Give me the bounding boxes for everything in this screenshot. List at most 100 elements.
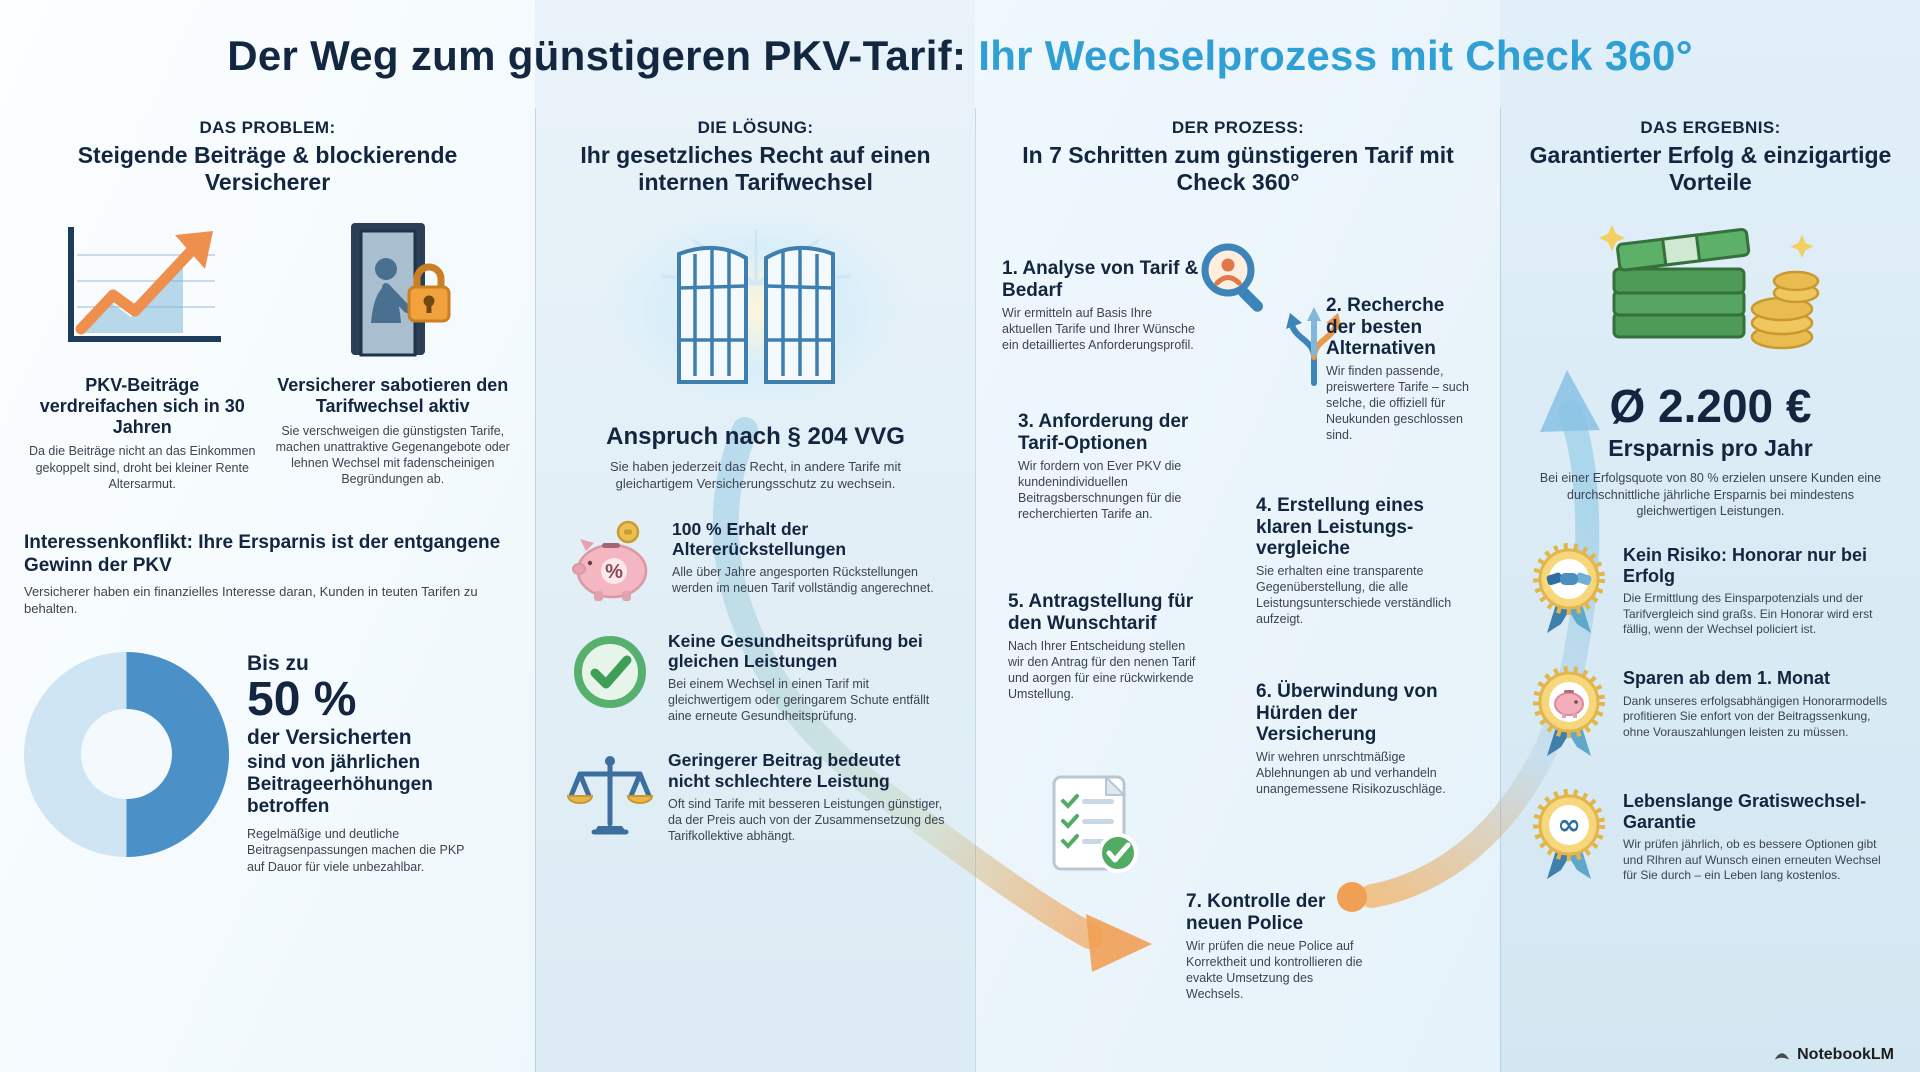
page-title: Der Weg zum günstigeren PKV-Tarif: Ihr W…	[0, 32, 1920, 80]
step-body: Nach Ihrer Entscheidung stellen wir den …	[1008, 638, 1196, 701]
benefit-text: Sparen ab dem 1. Monat Dank unseres erfo…	[1623, 664, 1894, 740]
benefit-body: Oft sind Tarife mit besseren Leistungen …	[668, 796, 945, 843]
benefit-title: Geringerer Beitrag bedeutet nicht schlec…	[668, 750, 901, 791]
benefit-title: Kein Risiko: Honorar nur bei Erfolg	[1623, 545, 1868, 586]
problem-item-blocked-switch: Versicherer sabotieren den Tarifwechsel …	[275, 213, 512, 492]
conflict-block: Interessenkonflikt: Ihre Ersparnis ist d…	[24, 532, 511, 617]
conflict-title: Interessenkonflikt: Ihre Ersparnis ist d…	[24, 532, 501, 576]
problem-items: PKV-Beiträge verdreifachen sich in 30 Ja…	[24, 213, 511, 492]
step-body: Wir ermitteln auf Basis Ihre aktuellen T…	[1002, 305, 1195, 352]
problem-heading: Steigende Beiträge & blockierende Versic…	[77, 142, 458, 195]
benefit-body: Wir prüfen jährlich, ob es bessere Optio…	[1623, 837, 1881, 883]
problem-item-rising-premiums: PKV-Beiträge verdreifachen sich in 30 Ja…	[24, 213, 261, 492]
benefit-text: Lebenslange Gratiswechsel-Garantie Wir p…	[1623, 787, 1894, 883]
process-steps: 1. Analyse von Tarif & Bedarf Wir ermitt…	[988, 203, 1488, 1053]
process-step-6: 6. Überwindung von Hürden der Versicheru…	[1256, 681, 1461, 797]
problem-kicker: DAS PROBLEM:	[199, 118, 336, 137]
step-body: Wir wehren unrschtmäßige Ablehnungen ab …	[1256, 750, 1446, 796]
open-gate-icon	[560, 209, 951, 410]
step-body: Wir finden passende, preiswertere Tarife…	[1326, 364, 1469, 442]
solution-kicker: DIE LÖSUNG:	[697, 118, 814, 137]
column-result: DAS ERGEBNIS: Garantierter Erfolg & einz…	[1500, 108, 1920, 1072]
check-circle-icon	[566, 631, 654, 713]
process-step-3: 3. Anforderung der Tarif-Optionen Wir fo…	[1018, 411, 1214, 522]
benefit-text: Geringerer Beitrag bedeutet nicht schlec…	[668, 750, 945, 843]
result-benefit-lifelong-guarantee: ∞ Lebenslange Gratiswechsel-Garantie Wir…	[1525, 787, 1896, 888]
step-title: 1. Analyse von Tarif & Bedarf	[1002, 258, 1199, 301]
step-title: 2. Recherche der besten Alternativen	[1326, 295, 1445, 359]
problem-item-body: Sie verschweigen die günstigsten Tarife,…	[275, 423, 510, 487]
piggy-bank-icon: %	[566, 519, 658, 605]
conflict-body: Versicherer haben ein finanzielles Inter…	[24, 583, 478, 616]
notebooklm-logo-icon	[1774, 1053, 1790, 1060]
step-title: 5. Antragstellung für den Wunschtarif	[1008, 591, 1194, 634]
donut-chart	[24, 651, 229, 857]
law-body: Sie haben jederzeit das Recht, in andere…	[610, 459, 901, 492]
scales-icon	[566, 750, 654, 842]
process-heading: In 7 Schritten zum günstigeren Tarif mit…	[1022, 142, 1454, 195]
savings-description: Bei einer Erfolgsquote von 80 % erzielen…	[1539, 471, 1882, 518]
premium-increase-stat: Bis zu 50 % der Versicherten sind von jä…	[24, 651, 511, 875]
door-lock-icon	[275, 213, 512, 365]
step-title: 3. Anforderung der Tarif-Optionen	[1018, 411, 1189, 454]
step-body: Wir fordern von Ever PKV die kundenindiv…	[1018, 458, 1182, 521]
benefit-title: Keine Gesundheitsprüfung bei gleichen Le…	[668, 631, 923, 672]
column-problem: DAS PROBLEM: Steigende Beiträge & blocki…	[0, 108, 535, 1072]
notebooklm-watermark: NotebookLM	[1773, 1046, 1894, 1064]
result-benefit-no-risk: Kein Risiko: Honorar nur bei Erfolg Die …	[1525, 541, 1896, 642]
result-benefit-save-month-one: Sparen ab dem 1. Monat Dank unseres erfo…	[1525, 664, 1896, 765]
result-kicker: DAS ERGEBNIS:	[1640, 118, 1781, 137]
solution-benefit-retentions: % 100 % Erhalt der Altererückstellungen …	[560, 519, 951, 605]
benefit-body: Bei einem Wechsel in einen Tarif mit gle…	[668, 677, 930, 724]
savings-value: Ø 2.200 €	[1609, 380, 1812, 433]
step-title: 6. Überwindung von Hürden der Versicheru…	[1256, 681, 1438, 745]
problem-item-title: PKV-Beiträge verdreifachen sich in 30 Ja…	[39, 375, 245, 437]
donut-stat-text: Bis zu 50 % der Versicherten sind von jä…	[247, 652, 482, 875]
column-solution: DIE LÖSUNG: Ihr gesetzliches Recht auf e…	[535, 108, 975, 1072]
stat-suffix: der Versicherten	[247, 726, 412, 750]
savings-label: Ersparnis pro Jahr	[1608, 435, 1813, 462]
step-title: 7. Kontrolle der neuen Police	[1186, 891, 1326, 934]
notebooklm-label: NotebookLM	[1797, 1046, 1894, 1063]
process-kicker: DER PROZESS:	[1171, 118, 1305, 137]
infinity-badge-icon: ∞	[1527, 787, 1611, 888]
stat-body: Regelmäßige und deutliche Beitragsenpass…	[247, 827, 465, 874]
benefit-title: 100 % Erhalt der Altererückstellungen	[672, 519, 847, 560]
process-step-7: 7. Kontrolle der neuen Police Wir prüfen…	[1186, 891, 1368, 1002]
solution-benefit-price-quality: Geringerer Beitrag bedeutet nicht schlec…	[560, 750, 951, 843]
branch-arrows-icon	[1276, 299, 1352, 392]
result-heading: Garantierter Erfolg & einzigartige Vorte…	[1529, 142, 1892, 195]
stat-value: 50 %	[247, 672, 357, 726]
solution-benefit-no-health-check: Keine Gesundheitsprüfung bei gleichen Le…	[560, 631, 951, 724]
process-step-2: 2. Recherche der besten Alternativen Wir…	[1326, 295, 1478, 443]
step-title: 4. Erstellung eines klaren Leistungs-ver…	[1256, 495, 1424, 559]
document-check-icon	[1046, 771, 1146, 886]
benefit-text: Kein Risiko: Honorar nur bei Erfolg Die …	[1623, 541, 1894, 637]
money-stack-icon	[1525, 209, 1896, 369]
process-step-1: 1. Analyse von Tarif & Bedarf Wir ermitt…	[1002, 258, 1202, 353]
law-title: Anspruch nach § 204 VVG	[606, 423, 905, 451]
benefit-body: Alle über Jahre angesporten Rückstellung…	[672, 565, 934, 596]
benefit-text: Keine Gesundheitsprüfung bei gleichen Le…	[668, 631, 945, 724]
step-body: Sie erhalten eine transparente Gegenüber…	[1256, 564, 1452, 626]
columns: DAS PROBLEM: Steigende Beiträge & blocki…	[0, 108, 1920, 1072]
benefit-body: Die Ermittlung des Einsparpotenzials und…	[1623, 591, 1873, 637]
column-process: DER PROZESS: In 7 Schritten zum günstige…	[975, 108, 1500, 1072]
step-body: Wir prüfen die neue Police auf Korrekthe…	[1186, 938, 1363, 1001]
stat-prefix: Bis zu	[247, 651, 309, 675]
piggy-badge-icon	[1527, 664, 1611, 765]
svg-text:∞: ∞	[1557, 808, 1580, 841]
page-title-accent: Ihr Wechselprozess mit Check 360°	[978, 32, 1693, 79]
page-title-main: Der Weg zum günstigeren PKV-Tarif:	[227, 32, 967, 79]
benefit-text: 100 % Erhalt der Altererückstellungen Al…	[672, 519, 945, 596]
handshake-badge-icon	[1527, 541, 1611, 642]
benefit-body: Dank unseres erfolgsabhängigen Honorarmo…	[1623, 693, 1888, 739]
benefit-title: Sparen ab dem 1. Monat	[1623, 668, 1831, 689]
magnifier-icon	[1194, 239, 1276, 326]
stat-rest: sind von jährlichen Beitrageerhöhungen b…	[247, 752, 433, 818]
process-step-4: 4. Erstellung eines klaren Leistungs-ver…	[1256, 495, 1466, 627]
svg-text:%: %	[605, 561, 623, 583]
problem-item-title: Versicherer sabotieren den Tarifwechsel …	[277, 375, 509, 417]
problem-item-body: Da die Beiträge nicht an das Einkommen g…	[28, 444, 256, 491]
